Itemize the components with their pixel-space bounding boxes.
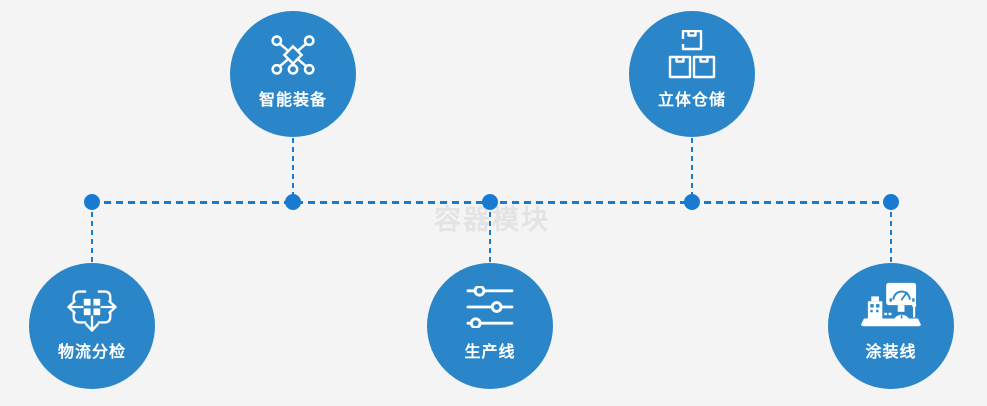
sorting-arrows-icon [63, 281, 121, 333]
node-coating-line: 涂装线 [828, 263, 954, 389]
sliders-icon [466, 281, 514, 333]
connector-vertical-line-logistics-sorting [91, 203, 93, 263]
connector-vertical-line-production-line [489, 203, 491, 263]
watermark-text: 容器模块 [434, 205, 550, 235]
node-label: 涂装线 [865, 344, 917, 361]
connector-junction-dot [482, 194, 498, 210]
network-nodes-icon [270, 29, 316, 81]
connector-junction-dot [285, 194, 301, 210]
control-station-icon [860, 281, 922, 333]
connector-junction-dot [84, 194, 100, 210]
connector-vertical-line-coating-line [890, 203, 892, 263]
node-label: 物流分检 [57, 344, 126, 361]
node-production-line: 生产线 [427, 263, 553, 389]
node-label: 生产线 [464, 344, 516, 361]
connector-vertical-line-stereo-warehouse [691, 138, 693, 201]
connector-junction-dot [883, 194, 899, 210]
connector-junction-dot [684, 194, 700, 210]
node-intelligent-equipment: 智能装备 [230, 11, 356, 137]
connector-vertical-line-intelligent-equipment [292, 138, 294, 201]
stacked-boxes-icon [667, 29, 717, 81]
node-stereo-warehouse: 立体仓储 [629, 11, 755, 137]
node-label: 智能装备 [258, 92, 327, 109]
node-label: 立体仓储 [657, 92, 726, 109]
node-logistics-sorting: 物流分检 [29, 263, 155, 389]
